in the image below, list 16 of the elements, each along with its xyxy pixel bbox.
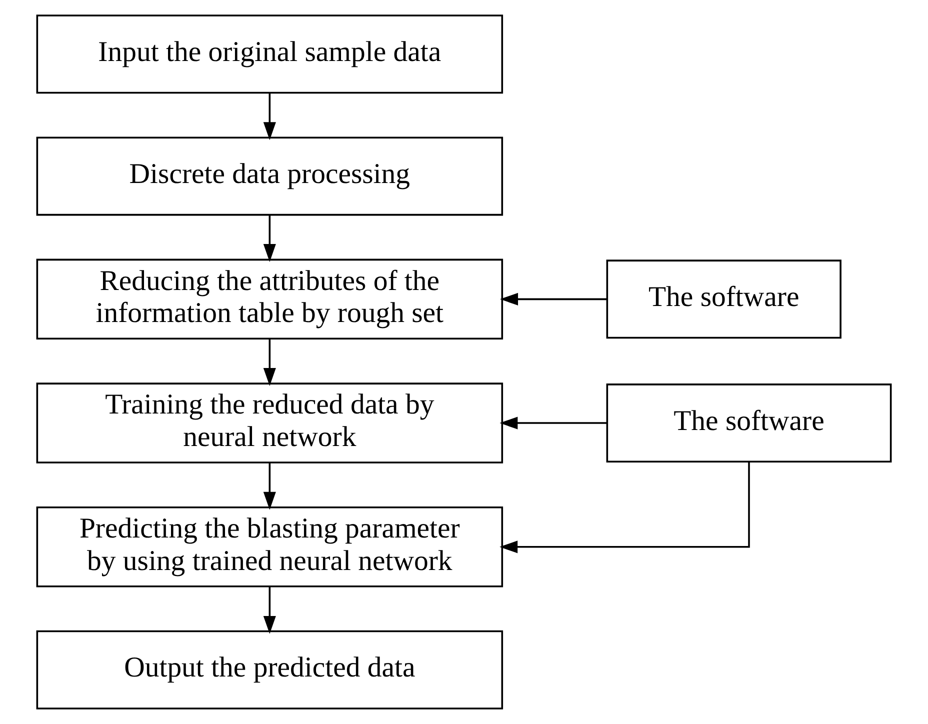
node-box: The software xyxy=(606,384,892,463)
node-box: Predicting the blasting parameter by using trained neural network xyxy=(36,506,504,588)
node-box: Output the predicted data xyxy=(36,630,504,710)
arrow xyxy=(263,215,276,262)
node-box: Discrete data processing xyxy=(36,136,504,216)
arrow xyxy=(500,292,607,306)
arrow xyxy=(500,462,750,554)
arrow xyxy=(263,92,276,140)
node-box: Training the reduced data by neural network xyxy=(36,382,504,464)
arrow xyxy=(263,339,276,386)
node-box: Input the original sample data xyxy=(36,14,504,94)
node-box: The software xyxy=(606,260,842,339)
arrow xyxy=(263,586,276,634)
node-box: Reducing the attributes of the information table by rough set xyxy=(36,258,504,340)
arrow xyxy=(500,416,608,430)
arrow xyxy=(263,462,276,510)
